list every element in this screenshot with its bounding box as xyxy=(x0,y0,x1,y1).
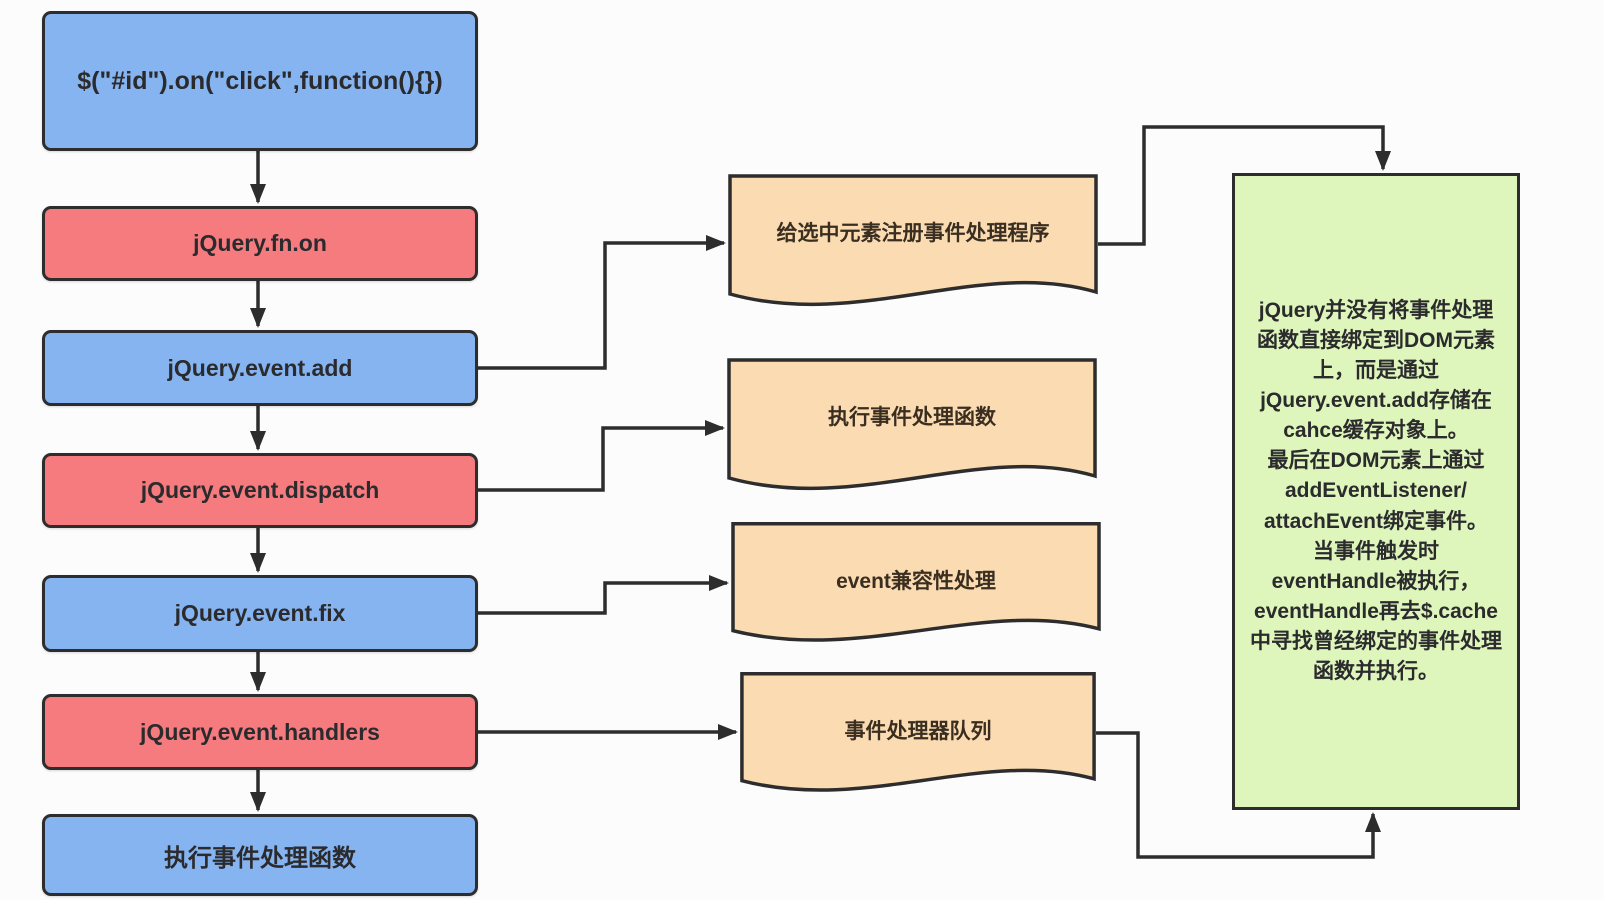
arrow-doc4-note-bottom xyxy=(1096,731,1381,859)
flow-step-jquery-event-dispatch: jQuery.event.dispatch xyxy=(42,453,478,528)
flow-step-jquery-fn-on: jQuery.fn.on xyxy=(42,206,478,281)
flow-step-jquery-event-fix: jQuery.event.fix xyxy=(42,575,478,652)
flow-step-label: jQuery.fn.on xyxy=(193,230,327,256)
document-register-handler: 给选中元素注册事件处理程序 xyxy=(728,174,1098,322)
arrow-fix-doc3 xyxy=(478,575,729,615)
flow-step-execute-handler: 执行事件处理函数 xyxy=(42,814,478,896)
document-handler-queue: 事件处理器队列 xyxy=(740,672,1096,806)
document-shape xyxy=(740,672,1096,806)
document-shape xyxy=(727,358,1097,506)
flow-step-label: jQuery.event.add xyxy=(167,354,353,381)
flow-step-label: jQuery.event.dispatch xyxy=(140,477,380,503)
note-box: jQuery并没有将事件处理 函数直接绑定到DOM元素 上，而是通过 jQuer… xyxy=(1232,173,1520,810)
flow-step-label: 执行事件处理函数 xyxy=(164,844,356,872)
flow-step-label: $("#id").on("click",function(){}) xyxy=(77,66,443,95)
arrow-dispatch-doc2 xyxy=(478,420,725,492)
document-execute-handler: 执行事件处理函数 xyxy=(727,358,1097,506)
arrow-doc1-note-top xyxy=(1098,125,1391,246)
arrow-eventadd-doc1 xyxy=(478,235,726,370)
document-label: 事件处理器队列 xyxy=(844,720,992,743)
flow-step-jquery-event-handlers: jQuery.event.handlers xyxy=(42,694,478,770)
flow-step-label: jQuery.event.fix xyxy=(174,600,346,626)
document-label: 给选中元素注册事件处理程序 xyxy=(776,222,1050,245)
document-label: 执行事件处理函数 xyxy=(828,406,996,429)
flow-step-source-call: $("#id").on("click",function(){}) xyxy=(42,11,478,151)
note-text: jQuery并没有将事件处理 函数直接绑定到DOM元素 上，而是通过 jQuer… xyxy=(1250,299,1502,683)
document-label: event兼容性处理 xyxy=(836,570,996,593)
flow-step-label: jQuery.event.handlers xyxy=(140,718,380,745)
document-event-compat: event兼容性处理 xyxy=(731,522,1101,656)
document-shape xyxy=(731,522,1101,656)
document-shape xyxy=(728,174,1098,322)
flow-step-jquery-event-add: jQuery.event.add xyxy=(42,330,478,406)
